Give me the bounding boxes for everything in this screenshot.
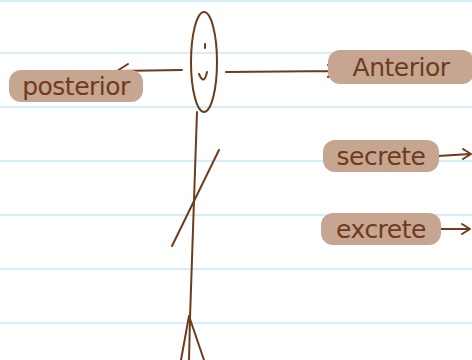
term-text: posterior [22, 72, 130, 101]
stick-figure [172, 12, 219, 360]
ruled-line [0, 106, 472, 107]
head [191, 12, 217, 112]
highlighted-term: excrete [321, 213, 441, 245]
term-text: secrete [337, 142, 426, 171]
highlighted-term: posterior [9, 70, 143, 102]
body [189, 112, 197, 360]
pointer-arrow [226, 65, 339, 77]
highlighted-term: Anterior [328, 50, 472, 84]
highlighted-term: secrete [323, 140, 439, 172]
pointer-arrow [440, 224, 470, 234]
ruled-line [0, 268, 472, 269]
eye [204, 44, 206, 48]
arm [172, 150, 219, 246]
pointer-arrows [117, 64, 471, 234]
pointer-arrow [438, 149, 471, 159]
ruled-line [0, 322, 472, 323]
term-text: Anterior [353, 53, 450, 82]
term-text: excrete [336, 215, 426, 244]
ruled-line [0, 0, 472, 1]
legs [181, 316, 204, 360]
smile [199, 72, 207, 80]
